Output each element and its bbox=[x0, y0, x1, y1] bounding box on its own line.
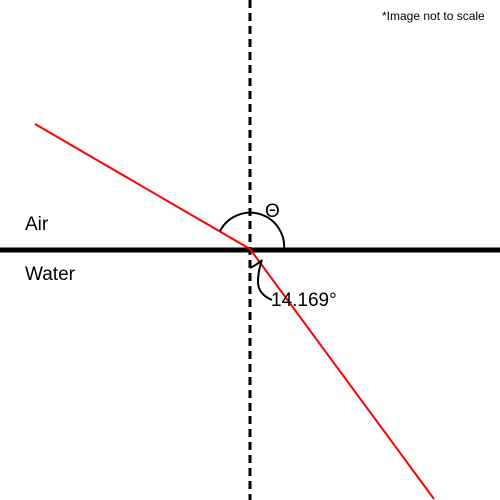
refracted-ray bbox=[249, 248, 435, 500]
theta-label: Θ bbox=[265, 201, 280, 222]
refraction-angle-label: 14.169° bbox=[271, 290, 337, 311]
scale-note: *Image not to scale bbox=[382, 9, 485, 23]
refraction-angle-arc bbox=[249, 259, 273, 301]
incident-angle-arc bbox=[219, 211, 286, 251]
incident-ray bbox=[34, 123, 251, 250]
air-label: Air bbox=[25, 214, 49, 235]
water-label: Water bbox=[25, 264, 76, 285]
